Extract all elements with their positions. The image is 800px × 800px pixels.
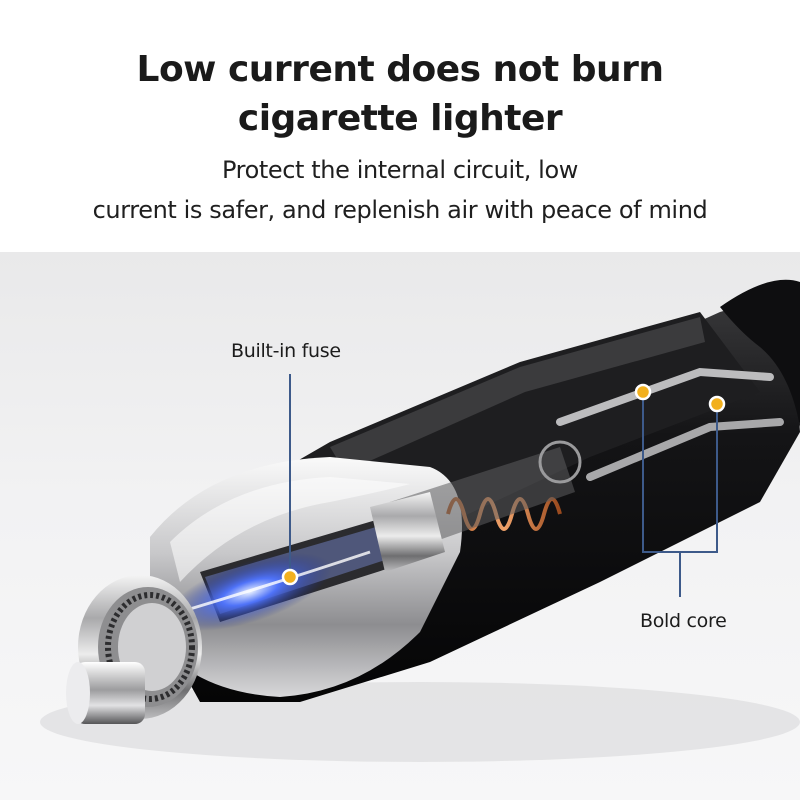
header: Low current does not burn cigarette ligh… — [0, 0, 800, 252]
subheadline-line-1: Protect the internal circuit, low — [222, 156, 578, 184]
headline-line-1: Low current does not burn — [136, 49, 665, 90]
fuse-glow-streak — [179, 550, 371, 614]
subheadline-line-2: current is safer, and replenish air with… — [92, 196, 708, 224]
cigarette-lighter-plug-illustration — [40, 279, 800, 762]
fuse-marker-dot — [281, 568, 299, 586]
cable-end — [720, 279, 800, 427]
tip-contact — [66, 662, 145, 724]
headline-line-2: cigarette lighter — [237, 98, 563, 139]
fuse-callout-label: Built-in fuse — [231, 340, 341, 362]
core-marker-dot-1 — [634, 383, 652, 401]
core-wire-2 — [586, 418, 784, 481]
product-cutaway-image: Built-in fuse Bold core — [0, 252, 800, 800]
core-marker-dot-2 — [708, 395, 726, 413]
cutaway-inner-wall — [330, 317, 705, 472]
core-wire-1 — [556, 367, 774, 426]
core-callout-label: Bold core — [640, 610, 727, 632]
chrome-sleeve — [370, 492, 445, 572]
contact-ring — [538, 440, 582, 484]
metal-shell-highlight — [170, 477, 410, 582]
